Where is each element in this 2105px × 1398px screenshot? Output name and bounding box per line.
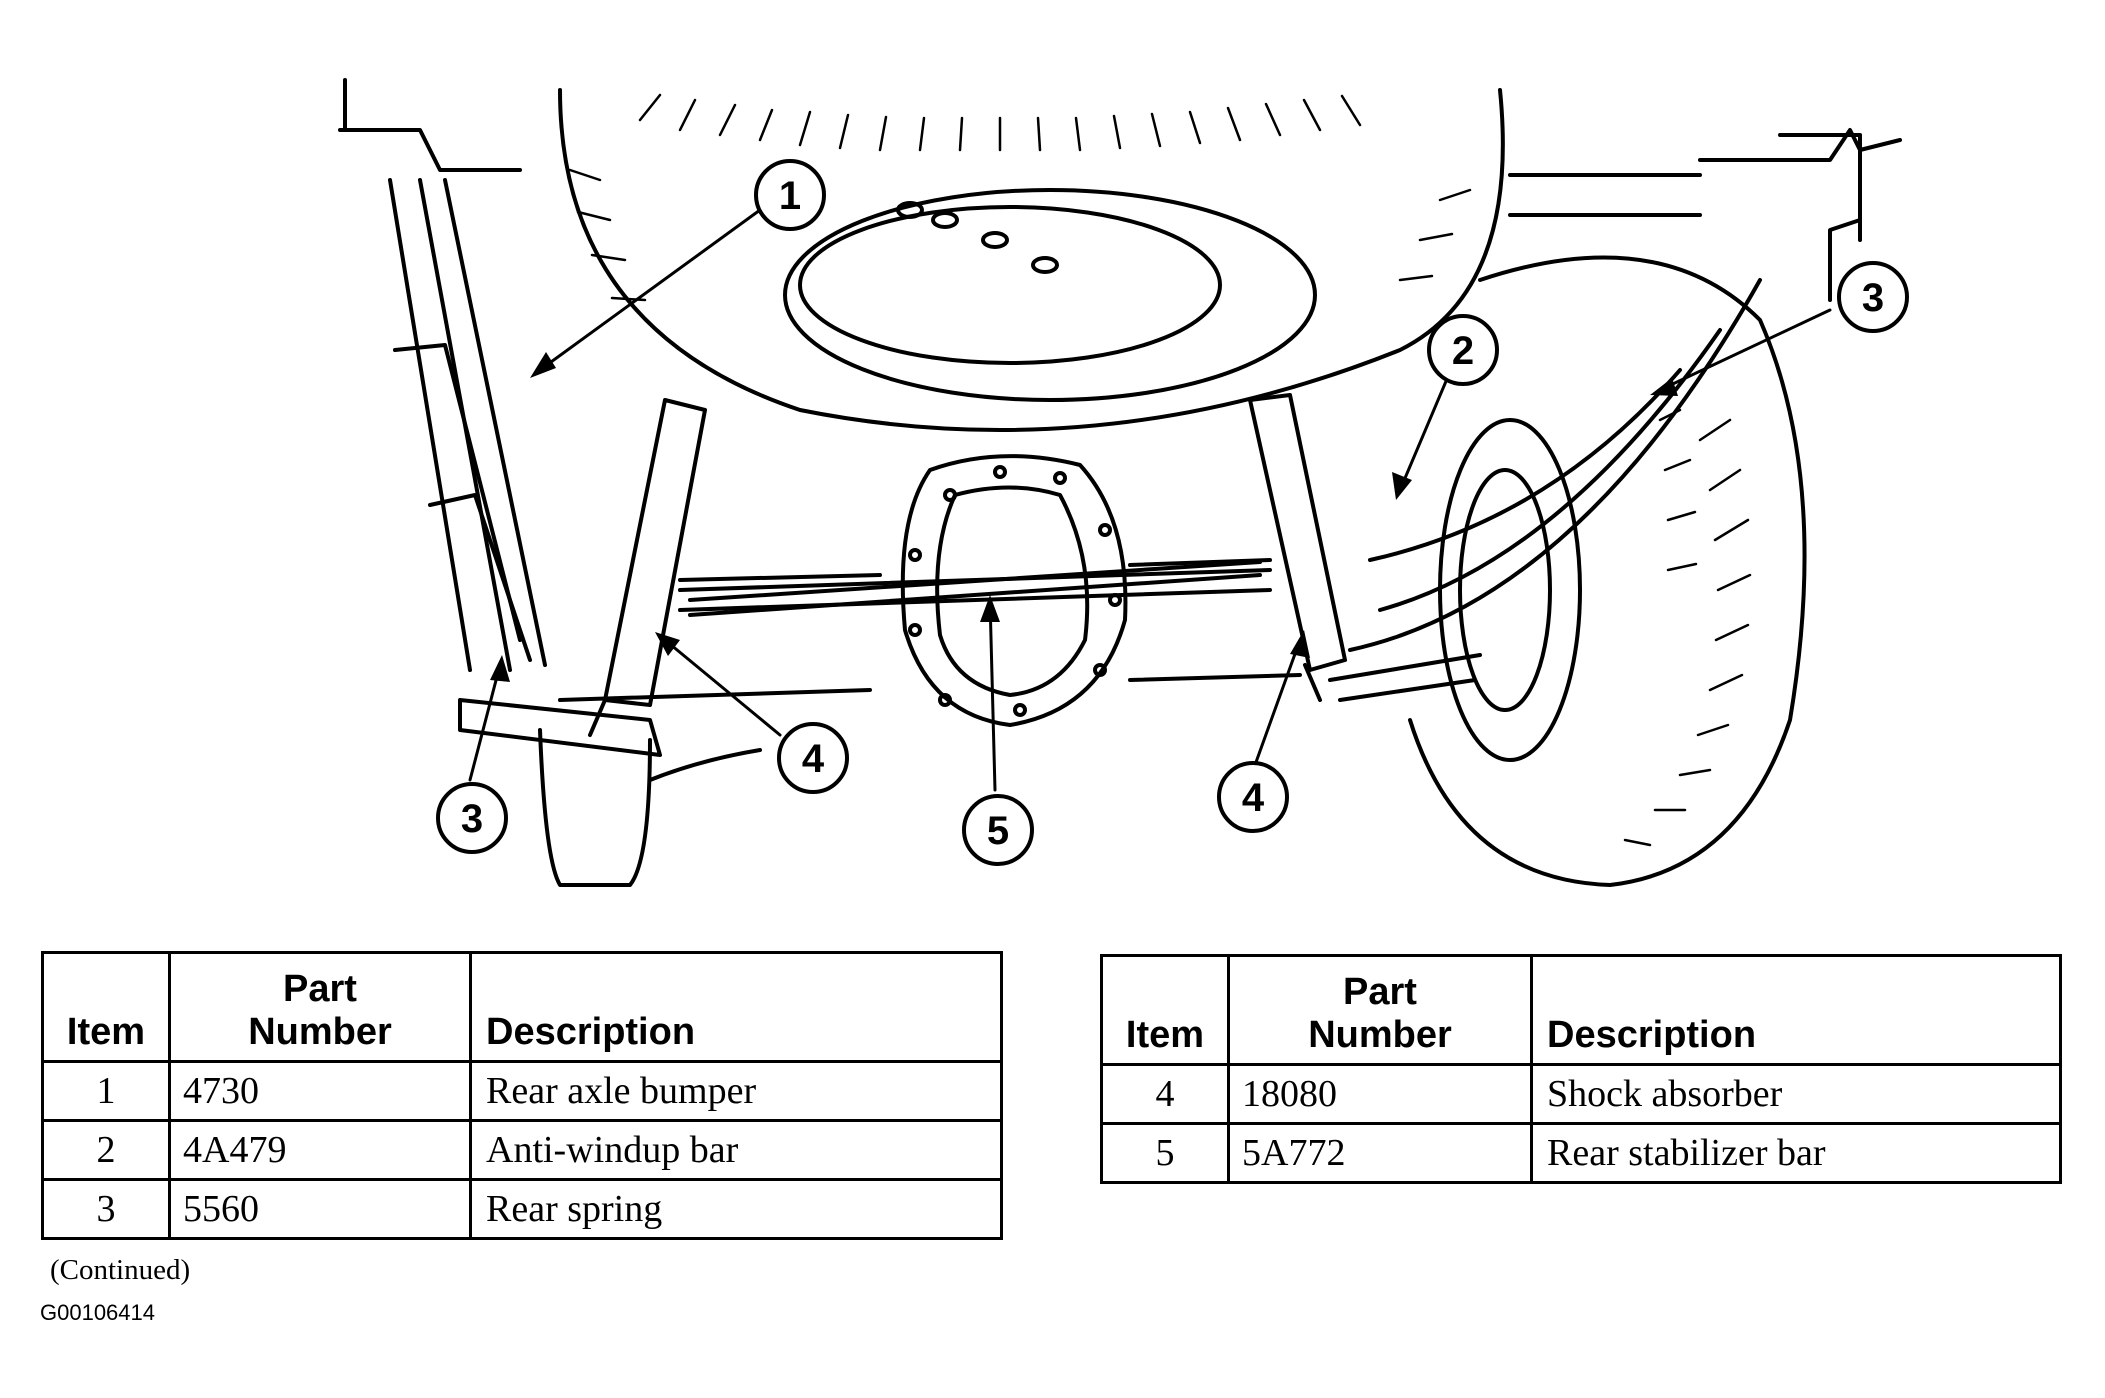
callout-3-left: 3: [436, 782, 508, 854]
callout-4-right: 4: [1217, 761, 1289, 833]
header-part-number-line1: Part: [1343, 971, 1417, 1013]
left-tire: [538, 728, 762, 887]
table-header-row: Item Part Number Description: [41, 951, 1003, 1063]
table-header-row: Item Part Number Description: [1100, 954, 2062, 1066]
header-description: Description: [1530, 954, 2062, 1066]
cell-item: 5: [1100, 1122, 1230, 1184]
svg-text:1: 1: [779, 174, 801, 218]
cell-part-number: 4730: [168, 1060, 472, 1122]
header-description: Description: [469, 951, 1003, 1063]
callout-1: 1: [754, 159, 826, 231]
header-part-number-line2: Number: [248, 1011, 392, 1053]
table-row: 5 5A772 Rear stabilizer bar: [1100, 1122, 2062, 1184]
cell-description: Rear stabilizer bar: [1530, 1122, 2062, 1184]
stabilizer-bar: [688, 560, 1262, 617]
table-row: 2 4A479 Anti-windup bar: [41, 1119, 1003, 1181]
cell-description: Shock absorber: [1530, 1063, 2062, 1125]
cell-part-number: 5A772: [1227, 1122, 1533, 1184]
right-tire-tread: [1623, 408, 1752, 847]
callout-leaders: [468, 208, 1832, 792]
header-item: Item: [41, 951, 171, 1063]
cell-item: 1: [41, 1060, 171, 1122]
cell-description: Rear spring: [469, 1178, 1003, 1240]
callout-arrowheads: [490, 352, 1678, 682]
right-leaf-spring: [1328, 278, 1762, 702]
cell-item: 3: [41, 1178, 171, 1240]
cell-description: Anti-windup bar: [469, 1119, 1003, 1181]
cell-item: 4: [1100, 1063, 1230, 1125]
table-row: 3 5560 Rear spring: [41, 1178, 1003, 1240]
header-part-number: Part Number: [1227, 954, 1533, 1066]
table-row: 4 18080 Shock absorber: [1100, 1063, 2062, 1125]
header-part-number: Part Number: [168, 951, 472, 1063]
right-tire: [1408, 255, 1807, 887]
spare-tire: [558, 88, 1505, 432]
cell-description: Rear axle bumper: [469, 1060, 1003, 1122]
callout-2: 2: [1427, 314, 1499, 386]
svg-text:3: 3: [1862, 276, 1884, 320]
header-part-number-line2: Number: [1308, 1014, 1452, 1056]
svg-text:3: 3: [461, 797, 483, 841]
svg-text:5: 5: [987, 809, 1009, 853]
cell-part-number: 5560: [168, 1178, 472, 1240]
svg-text:2: 2: [1452, 329, 1474, 373]
spare-tire-tread: [568, 93, 1472, 302]
figure-code: G00106414: [40, 1300, 155, 1325]
svg-text:4: 4: [1242, 776, 1265, 820]
cell-part-number: 18080: [1227, 1063, 1533, 1125]
cell-part-number: 4A479: [168, 1119, 472, 1181]
cell-item: 2: [41, 1119, 171, 1181]
parts-table-right: Item Part Number Description 4 18080 Sho…: [1100, 954, 2062, 1184]
axle-housing: [558, 558, 1302, 702]
right-shock-absorber: [1248, 393, 1347, 702]
continued-note: (Continued): [50, 1254, 191, 1286]
svg-text:4: 4: [802, 737, 825, 781]
callout-5: 5: [962, 794, 1034, 866]
parts-table-left: Item Part Number Description 1 4730 Rear…: [41, 951, 1003, 1240]
table-row: 1 4730 Rear axle bumper: [41, 1060, 1003, 1122]
callout-4-left: 4: [777, 722, 849, 794]
header-part-number-line1: Part: [283, 968, 357, 1010]
left-shock-absorber: [588, 398, 707, 737]
header-item: Item: [1100, 954, 1230, 1066]
vehicle-frame: [338, 78, 1902, 302]
rear-suspension-illustration: 1 2 3 3 4 4 5: [338, 78, 1909, 887]
callout-3-right: 3: [1837, 261, 1909, 333]
differential-cover: [900, 454, 1128, 727]
left-leaf-spring: [388, 178, 662, 757]
